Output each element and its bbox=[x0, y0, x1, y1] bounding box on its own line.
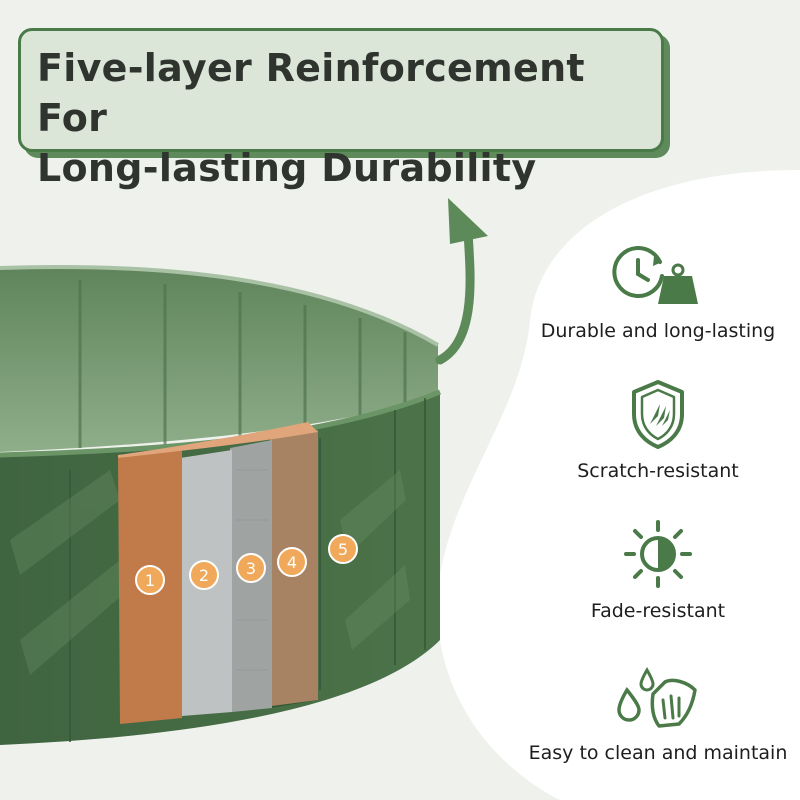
feature-durable-label: Durable and long-lasting bbox=[540, 320, 776, 342]
layer-badge-3: 3 bbox=[236, 553, 266, 583]
droplets-hand-wipe-icon bbox=[617, 666, 697, 728]
feature-scratch: Scratch-resistant bbox=[510, 378, 800, 482]
feature-clean-label: Easy to clean and maintain bbox=[528, 742, 788, 764]
feature-fade: Fade-resistant bbox=[510, 518, 800, 622]
layer-badge-4-number: 4 bbox=[287, 553, 297, 572]
feature-fade-label: Fade-resistant bbox=[590, 600, 726, 622]
layer-stack bbox=[118, 422, 318, 724]
banner-title: Five-layer Reinforcement For Long-lastin… bbox=[37, 46, 585, 190]
layer-badge-2: 2 bbox=[189, 560, 219, 590]
layer-badge-2-number: 2 bbox=[199, 566, 209, 585]
curved-arrow-icon bbox=[435, 198, 488, 365]
layer-badges: 1 2 3 4 5 bbox=[135, 534, 358, 595]
feature-scratch-label: Scratch-resistant bbox=[577, 460, 739, 482]
title-banner: Five-layer Reinforcement For Long-lastin… bbox=[18, 28, 664, 190]
feature-durable: Durable and long-lasting bbox=[510, 238, 800, 342]
layer-badge-1-number: 1 bbox=[145, 571, 155, 590]
layer-badge-3-number: 3 bbox=[246, 559, 256, 578]
clock-weight-icon bbox=[612, 245, 698, 304]
shield-scratch-icon bbox=[632, 380, 684, 449]
bed-inner-wall bbox=[0, 265, 440, 452]
layer-badge-5-number: 5 bbox=[338, 540, 348, 559]
layer-badge-5: 5 bbox=[328, 534, 358, 564]
layer-badge-1: 1 bbox=[135, 565, 165, 595]
sun-half-icon bbox=[624, 520, 692, 588]
layer-badge-4: 4 bbox=[277, 547, 307, 577]
feature-clean: Easy to clean and maintain bbox=[510, 660, 800, 764]
